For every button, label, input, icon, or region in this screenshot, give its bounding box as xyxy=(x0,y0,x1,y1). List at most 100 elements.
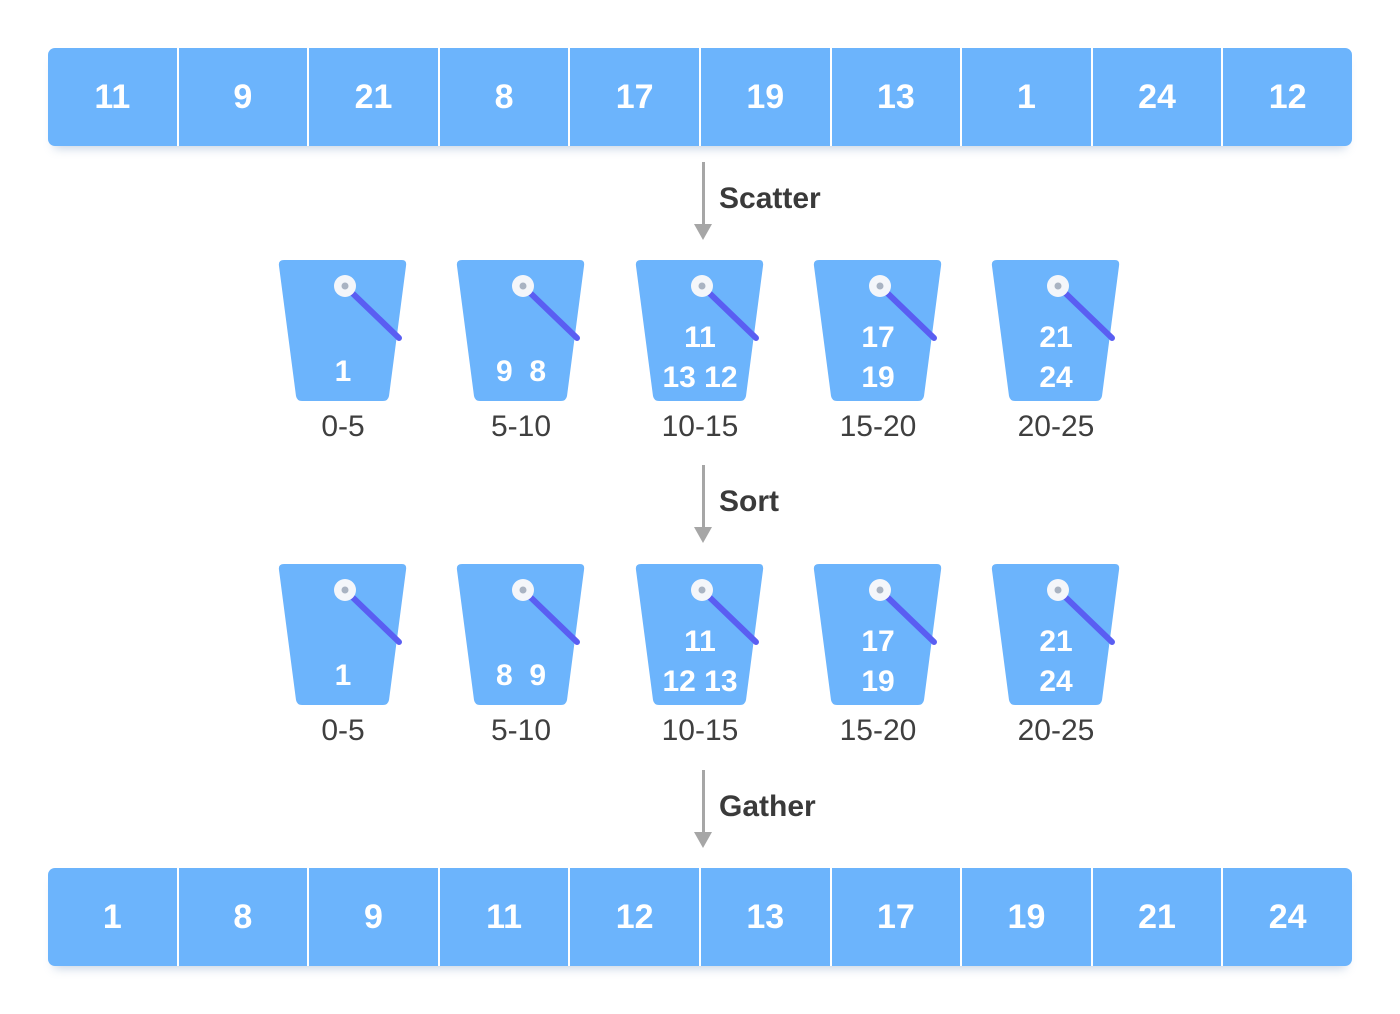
array-cell: 1 xyxy=(102,897,122,936)
bucket-handle xyxy=(1056,284,1115,341)
bucket-body xyxy=(278,260,407,401)
bucket-handle xyxy=(343,588,402,645)
bucket-handle xyxy=(343,284,402,341)
bucket-values: 17 xyxy=(861,321,895,354)
bucket-contents: 11 13 12 xyxy=(635,318,765,398)
bucket-handle xyxy=(878,588,937,645)
bucket: 1 0-5 xyxy=(278,562,418,752)
array-cell: 24 xyxy=(1090,48,1222,146)
gather-step: Gather xyxy=(692,770,892,852)
bucket-icon xyxy=(278,564,407,705)
array-cell: 17 xyxy=(568,48,699,146)
bucket-range-label: 10-15 xyxy=(661,714,739,747)
array-cell: 11 xyxy=(437,868,569,966)
scatter-arrow-shaft xyxy=(702,162,705,226)
bucket-body xyxy=(635,260,764,401)
bucket-body xyxy=(635,564,764,705)
bucket-values: 8 9 xyxy=(495,659,547,692)
bucket-range-label: 15-20 xyxy=(839,410,917,443)
bucket-range-label: 5-10 xyxy=(490,410,552,443)
handle-pivot-dot xyxy=(876,586,884,594)
handle-pivot-dot xyxy=(1054,282,1062,290)
bucket-values: 12 13 xyxy=(662,665,738,698)
handle-pivot-dot xyxy=(1054,586,1062,594)
sort-arrow-head xyxy=(694,527,712,543)
bucket-icon xyxy=(635,260,764,401)
handle-pivot-dot xyxy=(341,586,349,594)
bucket-icon xyxy=(813,564,942,705)
array-cell: 19 xyxy=(960,868,1091,966)
array-cell: 19 xyxy=(698,48,830,146)
bucket-values: 1 xyxy=(334,659,352,692)
scatter-arrow-head xyxy=(694,224,712,240)
array-cell: 21 xyxy=(1090,868,1222,966)
handle-pivot-dot xyxy=(341,282,349,290)
bucket-body xyxy=(991,564,1120,705)
sort-step: Sort xyxy=(692,465,892,547)
bucket-handle xyxy=(700,284,759,341)
bucket-range-label: 0-5 xyxy=(321,714,365,747)
bucket-contents: 1 xyxy=(278,352,408,392)
bucket-range-label: 20-25 xyxy=(1017,714,1095,747)
array-cell: 17 xyxy=(829,868,961,966)
bucket: 11 13 12 10-15 xyxy=(635,258,775,448)
array-cell: 8 xyxy=(437,48,569,146)
sort-arrow-shaft xyxy=(702,465,705,529)
sort-label: Sort xyxy=(719,485,779,518)
bucket-handle xyxy=(700,588,759,645)
array-cell: 9 xyxy=(307,868,438,966)
bucket-body xyxy=(813,260,942,401)
bucket-values: 11 xyxy=(684,625,716,658)
bucket-values: 21 xyxy=(1039,625,1073,658)
bucket: 9 8 5-10 xyxy=(456,258,596,448)
bucket-icon xyxy=(813,260,942,401)
array-cell: 13 xyxy=(698,868,830,966)
scatter-step: Scatter xyxy=(692,162,892,244)
bucket-contents: 8 9 xyxy=(456,656,586,696)
bucket-range-label: 0-5 xyxy=(321,410,365,443)
bucket-icon xyxy=(635,564,764,705)
bucket-values: 19 xyxy=(861,361,895,394)
bucket-handle xyxy=(521,588,580,645)
bucket-values: 9 8 xyxy=(495,355,547,388)
array-cell: 9 xyxy=(176,48,308,146)
bucket-icon xyxy=(456,260,585,401)
bucket-range-label: 15-20 xyxy=(839,714,917,747)
handle-pivot-dot xyxy=(876,282,884,290)
gather-arrow-shaft xyxy=(702,770,705,834)
bucket-values: 13 12 xyxy=(662,361,738,394)
array-cell: 8 xyxy=(176,868,308,966)
array-cell: 12 xyxy=(1221,48,1352,146)
bucket-handle xyxy=(878,284,937,341)
handle-pivot-dot xyxy=(519,282,527,290)
array-cell: 11 xyxy=(94,77,131,116)
array-cell: 24 xyxy=(1221,868,1352,966)
gather-arrow-head xyxy=(694,832,712,848)
handle-pivot-dot xyxy=(698,282,706,290)
bucket-range-label: 10-15 xyxy=(661,410,739,443)
bucket-values: 19 xyxy=(861,665,895,698)
bucket-body xyxy=(456,564,585,705)
array-cell: 13 xyxy=(829,48,961,146)
bucket-icon xyxy=(278,260,407,401)
handle-pivot-dot xyxy=(698,586,706,594)
bucket-handle xyxy=(1056,588,1115,645)
bucket-body xyxy=(991,260,1120,401)
bucket-values: 1 xyxy=(334,355,352,388)
array-cell: 21 xyxy=(307,48,438,146)
bucket-icon xyxy=(456,564,585,705)
bucket-values: 11 xyxy=(684,321,716,354)
handle-pivot-dot xyxy=(519,586,527,594)
